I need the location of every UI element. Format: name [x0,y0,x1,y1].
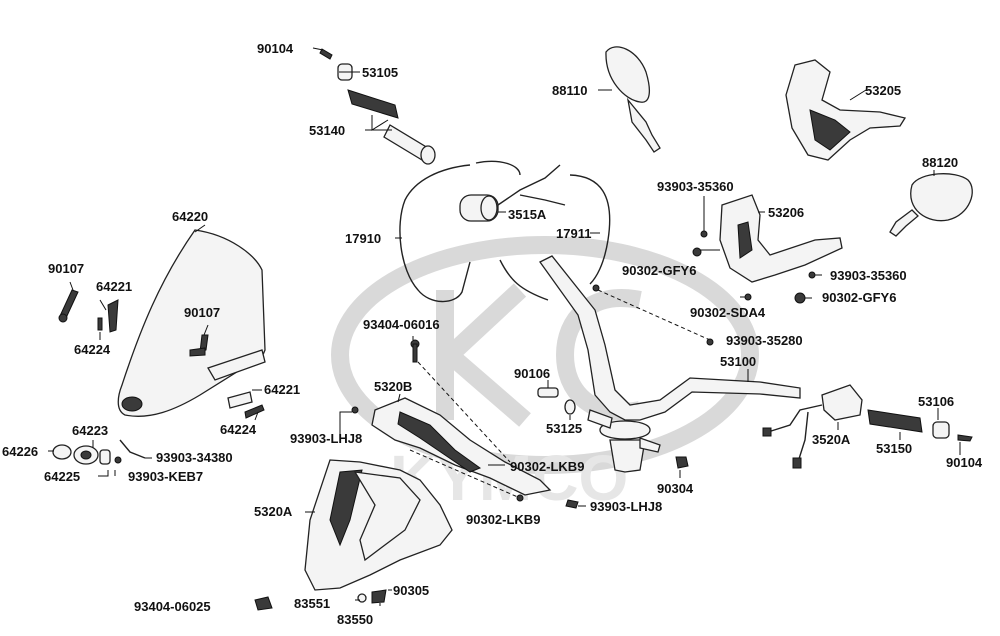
label-93903-lhj8-upper: 93903-LHJ8 [290,431,362,446]
label-83550: 83550 [337,612,373,627]
label-88110: 88110 [552,83,587,98]
handlebar-rear-cover [785,59,907,161]
grip-rubber [347,89,399,119]
label-5320a: 5320A [254,504,293,519]
label-93903-35280: 93903-35280 [726,333,803,348]
throttle-cables [395,160,611,303]
lower-hardware [254,499,586,611]
spacer-64221 [227,391,253,409]
label-90302-lkb9-upper: 90302-LKB9 [510,459,584,474]
label-64223: 64223 [72,423,108,438]
label-64225: 64225 [44,469,80,484]
label-93903-35360-top: 93903-35360 [657,179,734,194]
label-90302-gfy6-left: 90302-GFY6 [622,263,696,278]
nut-90304 [675,456,689,469]
label-17911: 17911 [556,226,591,241]
label-53100: 53100 [720,354,756,369]
left-mirror [598,46,661,153]
label-53140: 53140 [309,123,345,138]
label-64224-lower: 64224 [220,422,257,437]
label-3520a: 3520A [812,432,851,447]
right-grip-assembly [762,384,973,469]
handlebar-pipe [539,255,801,473]
right-bar-end [932,421,950,439]
label-93903-keb7: 93903-KEB7 [128,469,203,484]
label-83551: 83551 [294,596,330,611]
label-53106: 53106 [918,394,954,409]
collar-53125 [564,399,576,415]
bolt-90106 [537,387,559,398]
mount-hardware [48,439,152,477]
label-53205: 53205 [865,83,901,98]
label-5320b: 5320B [374,379,412,394]
label-64221-lower: 64221 [264,382,300,397]
right-mirror [889,170,973,237]
label-17910: 17910 [345,231,381,246]
inner-panel-5320b [339,336,552,502]
label-64224-left: 64224 [74,342,111,357]
switch-bracket [692,194,843,304]
label-90104-right: 90104 [946,455,983,470]
label-53150: 53150 [876,441,912,456]
windscreen-hardware [58,281,265,421]
label-53105: 53105 [362,65,398,80]
label-90304: 90304 [657,481,694,496]
label-90107-left: 90107 [48,261,84,276]
windscreen [117,224,266,417]
label-93903-34380: 93903-34380 [156,450,233,465]
label-93903-35360-right: 93903-35360 [830,268,907,283]
label-90106: 90106 [514,366,550,381]
label-90302-gfy6-right: 90302-GFY6 [822,290,896,305]
label-64220: 64220 [172,209,208,224]
label-3515a: 3515A [508,207,547,222]
label-64226: 64226 [2,444,38,459]
label-93903-lhj8-lower: 93903-LHJ8 [590,499,662,514]
callout-labels: 90104 53105 53140 88110 53205 88120 1791… [2,41,983,627]
label-53206: 53206 [768,205,804,220]
label-90107-center: 90107 [184,305,220,320]
label-53125: 53125 [546,421,582,436]
label-93404-06016: 93404-06016 [363,317,440,332]
label-88120: 88120 [922,155,958,170]
label-90302-lkb9-lower: 90302-LKB9 [466,512,540,527]
label-90305: 90305 [393,583,429,598]
center-hardware [537,380,689,478]
label-90104-top: 90104 [257,41,294,56]
label-90302-sda4: 90302-SDA4 [690,305,766,320]
left-grip-assembly [312,47,436,165]
front-cover-5320a [304,459,453,591]
label-64221-top: 64221 [96,279,132,294]
label-93404-06025: 93404-06025 [134,599,211,614]
